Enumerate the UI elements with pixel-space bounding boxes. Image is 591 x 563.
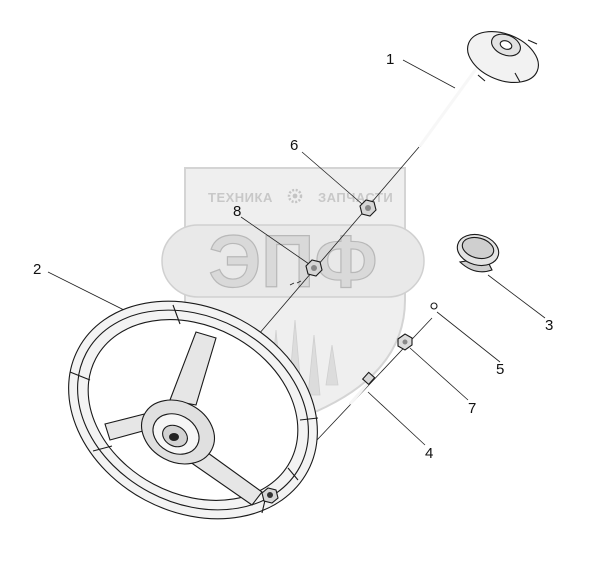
part-horn-cap (456, 233, 500, 273)
callout-6: 6 (290, 137, 298, 154)
part-steering-wheel (68, 300, 319, 520)
part-nut-6 (359, 199, 377, 217)
part-bolt (348, 371, 376, 405)
callout-labels: 1 2 3 4 5 6 7 8 (33, 51, 553, 462)
part-steering-shaft (418, 31, 539, 147)
callout-4: 4 (425, 445, 433, 462)
dash-marks (289, 280, 302, 286)
callout-7: 7 (468, 400, 476, 417)
part-horn-knob (467, 31, 539, 83)
watermark-big-letters: ЭПФ (209, 220, 378, 303)
watermark-top-right-text: ЗАПЧАСТИ (318, 190, 393, 205)
callout-2: 2 (33, 261, 41, 278)
part-washer (430, 302, 438, 310)
part-nut-8 (305, 259, 323, 277)
callout-5: 5 (496, 361, 504, 378)
callout-3: 3 (545, 317, 553, 334)
callout-1: 1 (386, 51, 394, 68)
part-nut-7 (397, 333, 413, 351)
callout-8: 8 (233, 203, 241, 220)
watermark-band (161, 224, 425, 298)
gear-icon (287, 188, 303, 204)
watermark-top-left-text: ТЕХНИКА (208, 190, 273, 205)
